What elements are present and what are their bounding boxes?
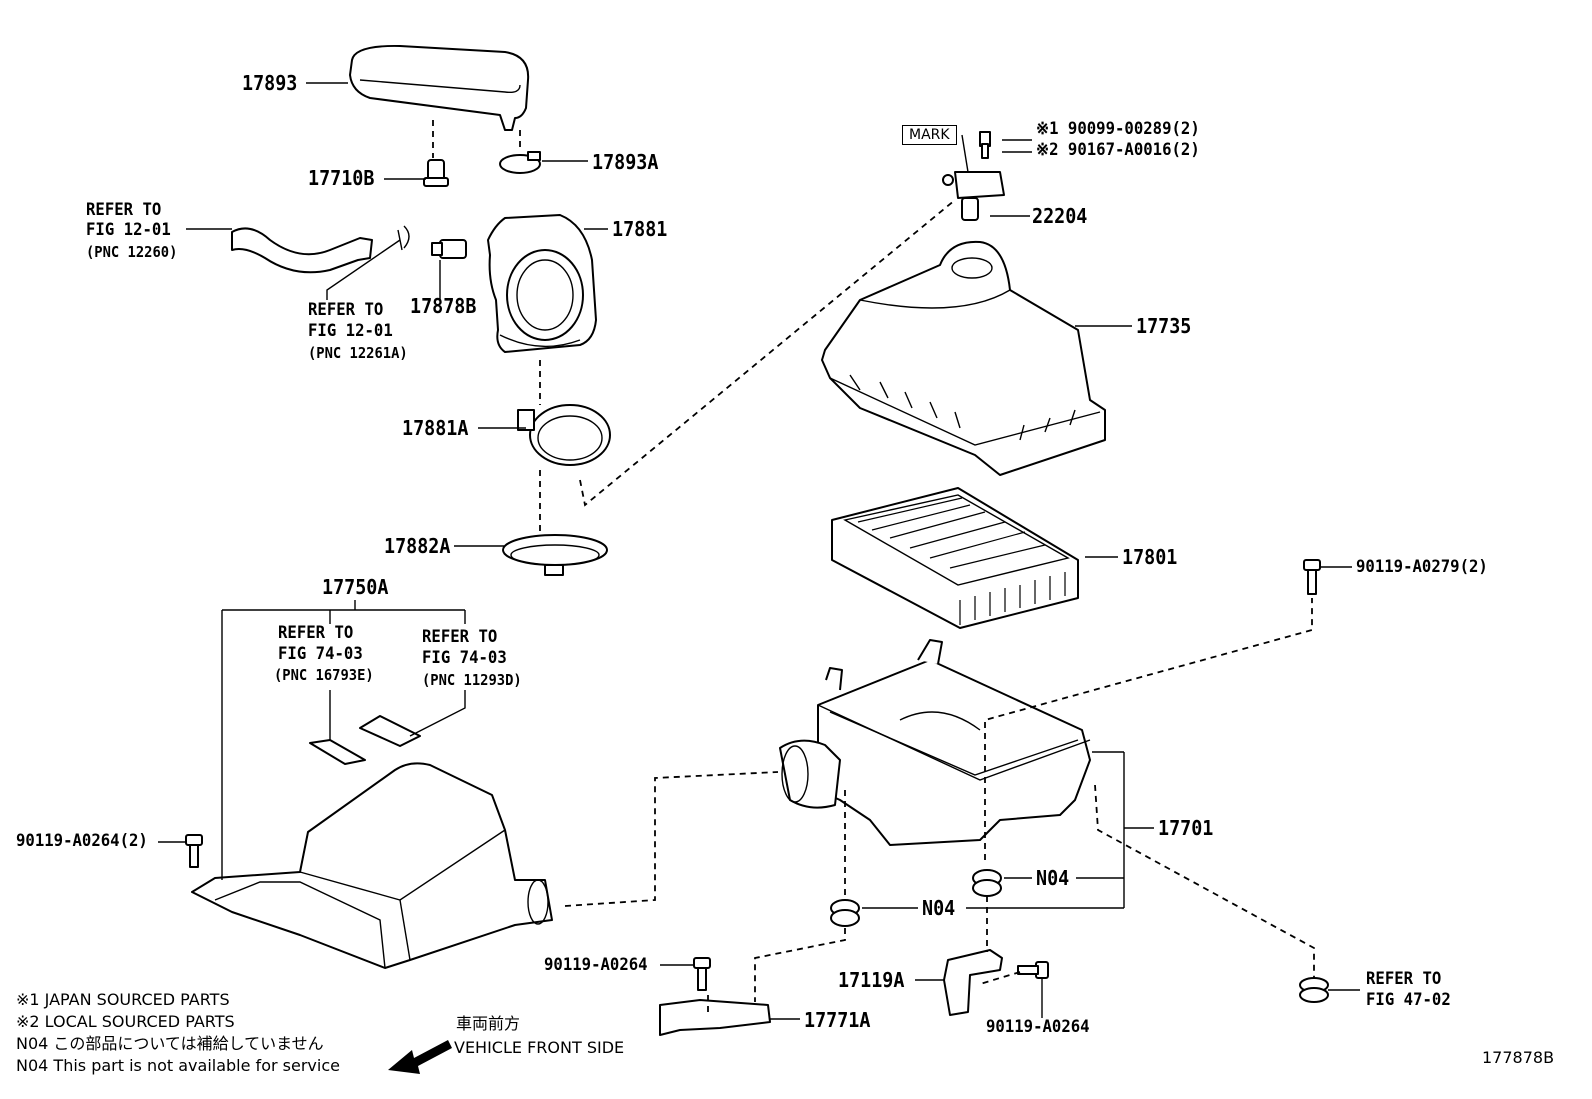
refer-47-02-line2: FIG 47-02: [1366, 990, 1451, 1010]
bolt-90119-A0264-middle: [693, 957, 711, 991]
label-17893A: 17893A: [592, 150, 659, 174]
mark-label: MARK: [902, 125, 957, 145]
refer-11293D-line2: FIG 74-03: [422, 648, 507, 668]
part-17893A-clamp: [499, 151, 541, 174]
dashed-assembly-lines: [432, 120, 1315, 1012]
part-17735-upper-case: [821, 240, 1106, 476]
label-17878B: 17878B: [410, 294, 477, 318]
leader-lines: [158, 82, 1360, 1020]
label-n04-upper: N04: [1036, 866, 1070, 890]
part-17119A-bracket: [943, 949, 1003, 1016]
refer-12260-line2: FIG 12-01: [86, 220, 171, 240]
legend-n04-japanese: N04 この部品については補給していません: [16, 1034, 324, 1053]
part-22204-airflow-sensor: [942, 131, 1005, 221]
part-17701-lower-case: [779, 639, 1091, 846]
label-1-90099-00289: ※1 90099-00289(2): [1036, 119, 1200, 139]
refer-16793E-line3: (PNC 16793E): [274, 666, 374, 684]
direction-english: VEHICLE FRONT SIDE: [454, 1038, 625, 1057]
part-17881-intake-pipe: [487, 214, 597, 353]
refer-12261A-line2: FIG 12-01: [308, 321, 393, 341]
label-17882A: 17882A: [384, 534, 451, 558]
part-17882A-clamp: [502, 534, 608, 576]
label-90119-A0279: 90119-A0279(2): [1356, 557, 1488, 577]
part-17771A-bracket: [659, 999, 771, 1036]
label-17750A: 17750A: [322, 575, 389, 599]
legend-n04-english: N04 This part is not available for servi…: [16, 1056, 340, 1075]
label-17881A: 17881A: [402, 416, 469, 440]
refer-16793E-line1: REFER TO: [278, 623, 354, 643]
label-17881: 17881: [612, 217, 668, 241]
vehicle-front-arrow: [388, 1040, 452, 1074]
legend-japan-sourced: ※1 JAPAN SOURCED PARTS: [16, 990, 230, 1009]
part-17878B-fitting: [431, 239, 467, 259]
refer-12260-line1: REFER TO: [86, 200, 162, 220]
part-17881A-clamp: [517, 404, 611, 466]
refer-12261A-line1: REFER TO: [308, 300, 384, 320]
bolt-90119-A0279: [1303, 559, 1321, 595]
part-17710B-grommet: [423, 159, 449, 187]
part-17750A-inlet-duct: [191, 715, 553, 969]
part-17893-resonator: [349, 44, 530, 131]
bolt-90119-A0264-left: [185, 834, 203, 868]
grommet-n04-lower: [830, 899, 860, 927]
clip-fig-47-02: [1299, 977, 1329, 1003]
refer-12260-line3: (PNC 12260): [86, 243, 178, 261]
label-2-90167-A0016: ※2 90167-A0016(2): [1036, 140, 1200, 160]
label-17735: 17735: [1136, 314, 1192, 338]
label-n04-lower: N04: [922, 896, 956, 920]
label-17893: 17893: [242, 71, 298, 95]
hose-12260: [231, 225, 410, 274]
refer-11293D-line1: REFER TO: [422, 627, 498, 647]
direction-japanese: 車両前方: [456, 1014, 521, 1033]
figure-code: 177878B: [1482, 1048, 1555, 1067]
label-17771A: 17771A: [804, 1008, 871, 1032]
label-90119-A0264-2: 90119-A0264(2): [16, 831, 148, 851]
bolt-90119-A0264-right: [1017, 961, 1049, 979]
label-90119-A0264-right: 90119-A0264: [986, 1017, 1090, 1037]
refer-16793E-line2: FIG 74-03: [278, 644, 363, 664]
legend-local-sourced: ※2 LOCAL SOURCED PARTS: [16, 1012, 235, 1031]
label-90119-A0264-middle: 90119-A0264: [544, 955, 648, 975]
grommet-n04-upper: [972, 869, 1002, 897]
refer-12261A-line3: (PNC 12261A): [308, 344, 408, 362]
refer-47-02-line1: REFER TO: [1366, 969, 1442, 989]
label-17119A: 17119A: [838, 968, 905, 992]
label-22204: 22204: [1032, 204, 1088, 228]
label-17701: 17701: [1158, 816, 1214, 840]
refer-11293D-line3: (PNC 11293D): [422, 671, 522, 689]
label-17801: 17801: [1122, 545, 1178, 569]
part-17801-filter-element: [831, 487, 1079, 629]
label-17710B: 17710B: [308, 166, 375, 190]
